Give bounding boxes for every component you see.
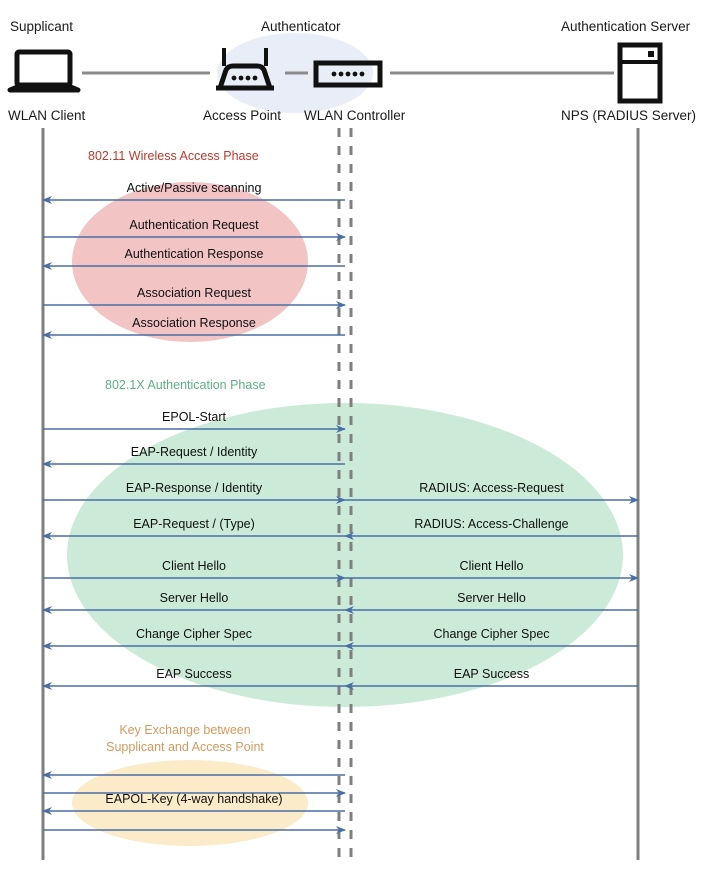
message-label: Association Request bbox=[137, 286, 251, 300]
actor-role-supplicant: Supplicant bbox=[10, 19, 74, 34]
message-label: Server Hello bbox=[457, 591, 526, 605]
message-label: RADIUS: Access-Request bbox=[419, 481, 564, 495]
access-point-icon bbox=[216, 48, 274, 91]
phase-label-key-exchange-line2: Supplicant and Access Point bbox=[106, 739, 264, 754]
message-label: EAPOL-Key (4-way handshake) bbox=[105, 792, 283, 806]
message-label: Association Response bbox=[132, 316, 256, 330]
phase-label-key-exchange: Key Exchange between Supplicant and Acce… bbox=[95, 722, 275, 756]
message-label: EAP Success bbox=[453, 667, 530, 681]
phase-ellipse-dot1x-auth bbox=[67, 403, 623, 707]
actor-device-wlan-client: WLAN Client bbox=[8, 108, 86, 123]
message-label: Change Cipher Spec bbox=[433, 627, 550, 641]
phase-label-key-exchange-line1: Key Exchange between bbox=[119, 723, 251, 737]
actor-role-authentication-server: Authentication Server bbox=[561, 19, 691, 34]
message-label: Authentication Request bbox=[129, 218, 259, 232]
message-label: EPOL-Start bbox=[162, 410, 226, 424]
message-label: Change Cipher Spec bbox=[135, 627, 253, 641]
phase-label-dot1x-authentication: 802.1X Authentication Phase bbox=[105, 378, 266, 392]
message-arrows bbox=[42, 196, 639, 834]
actor-device-wlan-controller: WLAN Controller bbox=[304, 108, 406, 123]
wlan-controller-icon bbox=[313, 60, 383, 88]
message-label: EAP-Request / Identity bbox=[130, 445, 258, 459]
laptop-icon bbox=[7, 49, 81, 93]
server-icon bbox=[617, 42, 663, 104]
message-label: Active/Passive scanning bbox=[126, 181, 262, 195]
actor-role-authenticator: Authenticator bbox=[261, 19, 341, 34]
message-label: RADIUS: Access-Challenge bbox=[414, 517, 569, 531]
message-label: EAP-Response / Identity bbox=[125, 481, 263, 495]
message-label: Client Hello bbox=[459, 559, 524, 573]
message-label: Authentication Response bbox=[124, 247, 264, 261]
phase-label-wireless-access: 802.11 Wireless Access Phase bbox=[88, 149, 259, 163]
actor-device-nps-radius-server: NPS (RADIUS Server) bbox=[561, 108, 697, 123]
message-label: Server Hello bbox=[159, 591, 229, 605]
message-label: EAP Success bbox=[156, 667, 232, 681]
phase-ellipse-wireless-access bbox=[72, 182, 308, 342]
message-label: Client Hello bbox=[162, 559, 226, 573]
phase-ellipse-key-exchange bbox=[72, 760, 308, 846]
message-label: EAP-Request / (Type) bbox=[133, 517, 255, 531]
actor-device-access-point: Access Point bbox=[203, 108, 282, 123]
